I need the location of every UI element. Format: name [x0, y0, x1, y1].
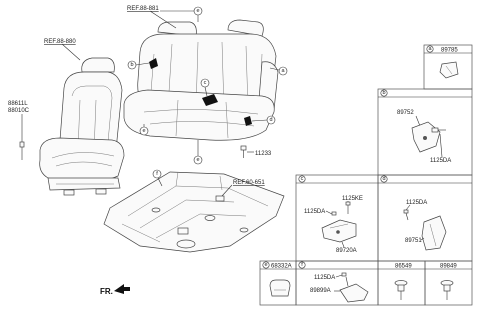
label-1125KE: 1125KE: [342, 196, 363, 202]
svg-text:e: e: [196, 157, 199, 163]
ref-floor[interactable]: REF.60-651: [233, 180, 265, 186]
callout-b[interactable]: b: [127, 60, 150, 70]
svg-text:c: c: [204, 80, 207, 86]
panel-89849: 89849: [424, 260, 473, 306]
ref-front-seat[interactable]: REF.88-880: [44, 39, 76, 45]
label-89751: 89751: [405, 238, 422, 244]
callout-e-bottom[interactable]: e: [193, 140, 203, 165]
label-1125DA-d: 1125DA: [406, 200, 427, 206]
svg-text:b: b: [382, 90, 385, 96]
label-1125DA-c: 1125DA: [304, 209, 325, 215]
panel-86549: 86549: [377, 260, 426, 306]
callout-c[interactable]: c: [200, 78, 210, 97]
front-direction-label: FR.: [100, 287, 113, 296]
callout-d[interactable]: d: [251, 115, 276, 125]
label-1125DA-b: 1125DA: [430, 158, 451, 164]
panel-c: c 1125KE 1125DA 89720A: [295, 174, 379, 262]
label-89785: 89785: [441, 48, 458, 54]
callout-a[interactable]: a: [269, 66, 288, 76]
svg-text:f: f: [301, 262, 303, 268]
svg-text:e: e: [196, 8, 199, 14]
svg-text:a: a: [428, 46, 432, 52]
rear-seat: [123, 19, 279, 141]
front-seat: [19, 57, 125, 196]
callout-e-top[interactable]: e: [193, 6, 203, 22]
panel-b: b 89752 1125DA: [377, 88, 473, 176]
svg-text:a: a: [281, 68, 285, 74]
label-89720A: 89720A: [336, 248, 357, 254]
svg-text:f: f: [156, 171, 158, 177]
front-direction-arrow-icon: [114, 284, 130, 294]
label-68332A: 68332A: [271, 264, 292, 270]
callout-f[interactable]: f: [152, 169, 163, 187]
panel-a: a 89785: [423, 44, 473, 90]
label-89899A: 89899A: [310, 288, 331, 294]
svg-text:e: e: [264, 262, 267, 268]
label-89849: 89849: [440, 264, 457, 270]
label-11233: 11233: [255, 151, 272, 157]
callout-e-side[interactable]: e: [139, 124, 149, 136]
svg-text:c: c: [301, 176, 304, 182]
label-88010C: 88010C: [8, 108, 30, 114]
label-88611L: 88611L: [8, 101, 28, 107]
label-86549: 86549: [395, 264, 412, 270]
svg-text:d: d: [269, 117, 272, 123]
svg-text:b: b: [130, 62, 133, 68]
bolt-11233: [240, 145, 254, 158]
svg-text:d: d: [382, 176, 385, 182]
floor-panel: [103, 171, 285, 253]
ref-rear-seat[interactable]: REF.88-881: [127, 6, 159, 12]
svg-text:e: e: [142, 128, 145, 134]
label-89752: 89752: [397, 110, 414, 116]
panel-d: d 1125DA 89751: [377, 174, 473, 262]
panel-f: f 1125DA 89899A: [295, 260, 379, 306]
label-1125DA-f: 1125DA: [314, 275, 335, 281]
panel-e: e 68332A: [259, 260, 297, 306]
